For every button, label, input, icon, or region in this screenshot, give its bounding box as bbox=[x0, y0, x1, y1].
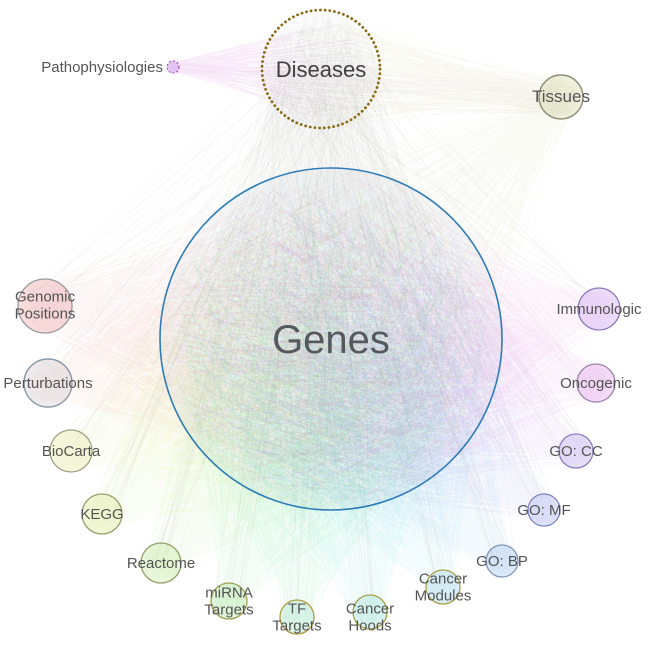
edges-genes-oncogenic bbox=[177, 180, 612, 504]
node-mirna[interactable] bbox=[210, 582, 248, 620]
edges-diseases-genes bbox=[190, 11, 475, 485]
edges-genes-tissues bbox=[174, 79, 580, 502]
edges-diseases-genomic bbox=[25, 44, 379, 323]
edges-genes-perturbations bbox=[28, 177, 493, 504]
node-tf[interactable] bbox=[279, 599, 315, 635]
node-gobp[interactable] bbox=[485, 544, 519, 578]
edges-diseases-gocc bbox=[281, 20, 590, 461]
node-pathophysiologies[interactable] bbox=[166, 60, 180, 74]
label-diseases: Diseases bbox=[276, 57, 366, 82]
nodes bbox=[17, 8, 621, 635]
edges-genes-tf bbox=[175, 186, 487, 632]
edges-diseases-perturbations bbox=[36, 19, 373, 402]
label-gomf: GO: MF bbox=[517, 502, 570, 519]
node-oncogenic[interactable] bbox=[576, 363, 616, 403]
edges-genes-gobp bbox=[175, 176, 516, 575]
node-genomic[interactable] bbox=[17, 278, 73, 334]
label-genes: Genes bbox=[272, 318, 390, 362]
edges-diseases-modules bbox=[278, 17, 457, 601]
node-kegg[interactable] bbox=[81, 493, 123, 535]
node-gocc[interactable] bbox=[558, 433, 594, 469]
node-reactome[interactable] bbox=[140, 542, 182, 584]
edges-genes-biocarta bbox=[53, 174, 496, 500]
edges-genes-immunologic bbox=[167, 177, 617, 496]
edges-genes-hoods bbox=[170, 179, 490, 626]
node-genes[interactable] bbox=[159, 167, 503, 511]
label-reactome: Reactome bbox=[127, 555, 195, 572]
edges-diseases-immunologic bbox=[272, 22, 613, 319]
node-biocarta[interactable] bbox=[49, 429, 93, 473]
edge-bundles bbox=[22, 11, 617, 632]
edges-genes-kegg bbox=[86, 177, 479, 532]
label-gocc: GO: CC bbox=[549, 443, 603, 460]
edges-diseases-hoods bbox=[268, 36, 384, 626]
edges-diseases-kegg bbox=[91, 24, 364, 529]
label-immunologic: Immunologic bbox=[556, 301, 642, 318]
edges-genes-gomf bbox=[175, 182, 558, 524]
edges-genes-gocc bbox=[168, 180, 590, 502]
node-modules[interactable] bbox=[425, 569, 461, 605]
label-pathophysiologies: Pathophysiologies bbox=[41, 59, 163, 76]
edges-diseases-mirna bbox=[215, 15, 351, 612]
label-gobp: GO: BP bbox=[476, 553, 528, 570]
node-perturbations[interactable] bbox=[23, 358, 73, 408]
edges-genes-mirna bbox=[167, 186, 497, 617]
label-tissues: Tissues bbox=[532, 87, 590, 106]
edges-pathophysiologies-tissues bbox=[168, 61, 579, 111]
label-oncogenic: Oncogenic bbox=[560, 375, 632, 392]
node-gomf[interactable] bbox=[527, 493, 561, 527]
edges-diseases-tissues bbox=[265, 15, 579, 126]
edges-diseases-tf bbox=[271, 17, 369, 631]
edges-diseases-gomf bbox=[275, 50, 557, 522]
edges-diseases-gobp bbox=[283, 27, 513, 571]
label-kegg: KEGG bbox=[80, 506, 123, 523]
label-perturbations: Perturbations bbox=[3, 375, 92, 392]
edges-diseases-reactome bbox=[149, 15, 366, 574]
edges-genes-modules bbox=[169, 180, 490, 602]
node-diseases[interactable] bbox=[260, 8, 382, 130]
node-hoods[interactable] bbox=[352, 594, 388, 630]
labels: Genes Diseases PathophysiologiesTissuesGen… bbox=[3, 57, 642, 635]
node-immunologic[interactable] bbox=[577, 287, 621, 331]
label-biocarta: BioCarta bbox=[42, 443, 101, 460]
node-tissues[interactable] bbox=[538, 74, 584, 120]
edges-diseases-biocarta bbox=[59, 39, 359, 469]
edges-diseases-oncogenic bbox=[280, 51, 605, 396]
edges-genes-reactome bbox=[144, 176, 490, 579]
